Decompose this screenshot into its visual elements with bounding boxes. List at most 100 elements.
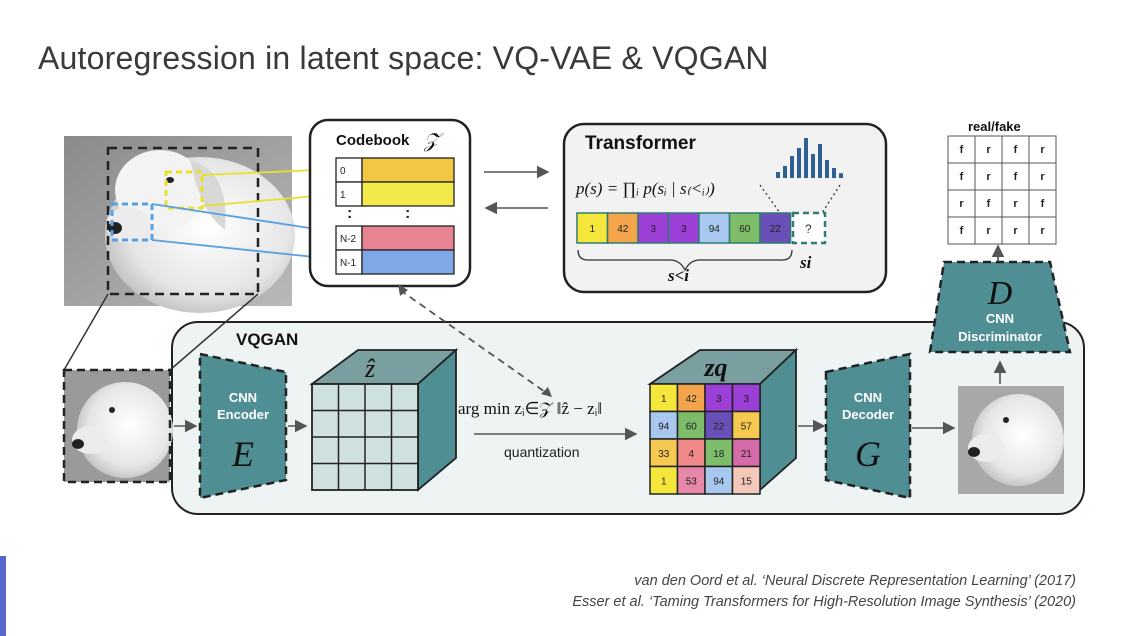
discriminator-symbol: D	[987, 275, 1013, 312]
decoder-shape	[824, 352, 912, 500]
references: van den Oord et al. ‘Neural Discrete Rep…	[572, 571, 1076, 613]
transformer-formula: p(s) = ∏ᵢ p(sᵢ | s₍<ᵢ₎)	[575, 179, 715, 198]
input-dog-image	[64, 136, 295, 313]
codebook-vector	[361, 249, 455, 275]
disc-output-cell	[1001, 189, 1030, 218]
disc-output-cell	[1001, 162, 1030, 191]
disc-output-cell	[1028, 216, 1057, 245]
histogram-bar	[832, 168, 836, 178]
zq-cell	[731, 465, 761, 495]
token-value: 3	[681, 224, 687, 235]
codebook-index: N-2	[340, 234, 357, 245]
codebook-vector	[361, 181, 455, 207]
codebook-ellipsis-right: :	[405, 205, 410, 222]
crop-box	[106, 146, 260, 296]
disc-output-value: f	[1014, 144, 1018, 156]
left-accent-bar	[0, 556, 6, 636]
zhat-cube	[309, 347, 459, 492]
codebook-label: Codebook	[336, 132, 410, 149]
zq-value: 42	[686, 394, 698, 405]
token-cell	[759, 212, 792, 244]
discriminator-name-line2: Discriminator	[958, 329, 1042, 344]
disc-output-value: r	[1013, 198, 1018, 210]
zq-cell	[676, 465, 706, 495]
disc-output-cell	[1028, 162, 1057, 191]
disc-output-value: r	[986, 225, 991, 237]
token-cell	[637, 212, 670, 244]
zq-value: 94	[713, 477, 725, 488]
codebook-ellipsis-left: :	[347, 205, 352, 222]
zq-value: 33	[658, 449, 670, 460]
zq-cell	[649, 465, 679, 495]
output-dog-image	[958, 386, 1064, 494]
histogram-bar	[797, 148, 801, 178]
token-cell	[576, 212, 609, 244]
histogram-bar	[825, 160, 829, 178]
disc-output-cell	[1001, 216, 1030, 245]
reference-2: Esser et al. ‘Taming Transformers for Hi…	[572, 594, 1076, 610]
decoder-name-line1: CNN	[854, 390, 882, 405]
disc-output-cell	[947, 216, 976, 245]
token-value: 60	[739, 224, 751, 235]
input-crop-image	[64, 370, 173, 482]
zq-cell	[704, 465, 734, 495]
zq-label: zq	[703, 353, 727, 382]
zq-value: 15	[741, 477, 753, 488]
zq-value: 4	[688, 449, 694, 460]
zq-value: 3	[743, 394, 749, 405]
histogram-bar	[790, 156, 794, 178]
decoder-name-line2: Decoder	[842, 407, 894, 422]
zq-value: 21	[741, 449, 753, 460]
zq-value: 1	[661, 477, 667, 488]
codebook-index: N-1	[340, 258, 357, 269]
disc-output-cell	[974, 135, 1003, 164]
disc-output-cell	[947, 162, 976, 191]
disc-output-value: f	[960, 171, 964, 183]
quantization-label: quantization	[504, 444, 580, 460]
disc-output-value: r	[986, 144, 991, 156]
real-fake-label: real/fake	[968, 119, 1021, 134]
next-label: si	[799, 253, 812, 272]
disc-output-value: r	[1040, 144, 1045, 156]
zhat-label: ẑ	[364, 354, 376, 383]
zq-value: 18	[713, 449, 725, 460]
zq-value: 53	[686, 477, 698, 488]
codebook-lookup-link	[399, 289, 549, 395]
disc-output-value: r	[1040, 225, 1045, 237]
next-token-value: ?	[805, 222, 812, 236]
zq-value: 22	[713, 422, 725, 433]
codebook-index: 1	[340, 190, 346, 201]
zq-cell	[676, 438, 706, 468]
discriminator-name-line1: CNN	[986, 311, 1014, 326]
zq-cell	[649, 410, 679, 440]
disc-output-cell	[974, 216, 1003, 245]
encoder-shape	[198, 352, 288, 500]
token-value: 42	[617, 224, 629, 235]
disc-output-value: r	[1040, 171, 1045, 183]
token-value: 1	[589, 224, 595, 235]
patch-blue	[110, 202, 154, 242]
disc-output-value: r	[1013, 225, 1018, 237]
codebook-index-cell	[335, 181, 363, 207]
token-cell	[728, 212, 761, 244]
encoder-name-line2: Encoder	[217, 407, 269, 422]
zq-value: 60	[686, 422, 698, 433]
zq-value: 3	[716, 394, 722, 405]
codebook-index-cell	[335, 249, 363, 275]
histogram-bar	[818, 144, 822, 178]
codebook-index: 0	[340, 166, 346, 177]
next-token-box	[791, 211, 827, 245]
codebook-vector	[361, 225, 455, 251]
vqgan-label: VQGAN	[236, 330, 298, 349]
token-value: 94	[709, 224, 721, 235]
decoder-symbol: G	[855, 434, 881, 474]
encoder-name-line1: CNN	[229, 390, 257, 405]
disc-output-value: f	[987, 198, 991, 210]
histogram-bar	[776, 172, 780, 178]
zq-value: 94	[658, 422, 670, 433]
codebook-vector	[361, 157, 455, 183]
histogram-bar	[811, 154, 815, 178]
disc-output-value: f	[1041, 198, 1045, 210]
